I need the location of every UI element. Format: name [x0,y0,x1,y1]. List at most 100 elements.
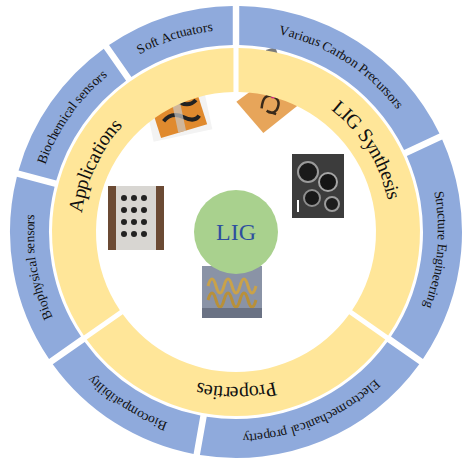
label-char: i [303,419,311,433]
label-char: t [90,377,102,389]
label-char: p [68,186,90,200]
label-char: e [256,430,264,444]
label-char: i [433,264,447,270]
label-char: r [427,285,441,293]
label-char: t [370,152,390,166]
label-char: n [348,56,361,71]
label-char: l [364,383,376,396]
label-char: c [324,409,335,424]
label-char: l [73,170,94,182]
label-char: e [360,385,373,399]
label-char: t [435,219,449,223]
label-char: t [110,393,121,406]
label-char: i [37,305,51,314]
sem-image [292,154,344,218]
label-char: s [105,115,125,134]
label-char: e [329,406,341,421]
label-char: t [433,197,447,203]
label-char: o [385,90,400,104]
label-char: t [174,27,181,41]
label-char: e [429,280,444,289]
label-char: n [424,293,439,304]
label-char: c [355,389,368,403]
label-char: t [191,23,197,37]
label-char: s [383,189,404,201]
label-char: G [342,109,366,133]
label-char: t [86,143,106,158]
label-char: o [343,397,356,412]
label-char: i [38,148,52,157]
label-char: n [307,416,318,431]
label-char: p [70,176,92,192]
label-char [353,60,364,73]
label-char: t [248,431,253,445]
label-char: f [148,36,158,50]
center-label: LIG [216,219,256,246]
label-char: s [23,248,37,255]
label-char [435,240,449,244]
label-char: c [168,28,178,43]
label-char: u [434,206,448,214]
label-char: c [78,156,100,172]
label-char: u [178,25,188,40]
label-char: a [313,414,324,429]
label-char: a [287,26,296,41]
label-char: P [356,62,370,77]
label-char: c [59,107,74,120]
label-char: s [71,92,85,105]
label-char: i [297,29,305,43]
label-char: o [145,413,157,428]
label-char: A [159,30,173,46]
label-char: C [320,39,334,55]
label-char: o [248,383,260,404]
center-circle: LIG [194,190,278,274]
label-char: p [118,398,131,413]
label-char: s [84,79,97,92]
label-char: s [206,20,213,34]
label-char: s [380,176,401,190]
sector-path [391,139,462,359]
label-char: e [365,69,378,83]
label-char: l [24,256,38,262]
label-char: l [95,382,107,395]
label-char [317,37,326,51]
label-char: n [23,236,37,243]
label-char: r [252,431,258,445]
label-char [286,425,293,439]
label-char [69,97,82,108]
label-char: L [329,96,351,119]
label-char: o [88,74,102,88]
label-char: o [134,407,146,422]
label-char: s [313,35,323,49]
label-char: s [381,86,395,99]
label-char: a [63,102,77,115]
label-char: r [275,427,282,441]
label-char: r [257,381,267,402]
label-char: p [262,429,271,443]
label-char: a [185,24,194,39]
label-char: h [318,411,330,426]
label-char: c [435,213,449,220]
label-char: c [26,266,40,274]
sector-path [239,48,420,335]
label-char: r [23,219,37,224]
label-char: b [101,387,115,402]
label-char: u [374,78,388,92]
label-char: g [433,257,447,266]
label-char: e [23,242,37,249]
label-char: i [89,138,109,153]
label-char: B [155,417,168,433]
label-char: e [49,125,64,137]
label-char: E [367,377,382,393]
